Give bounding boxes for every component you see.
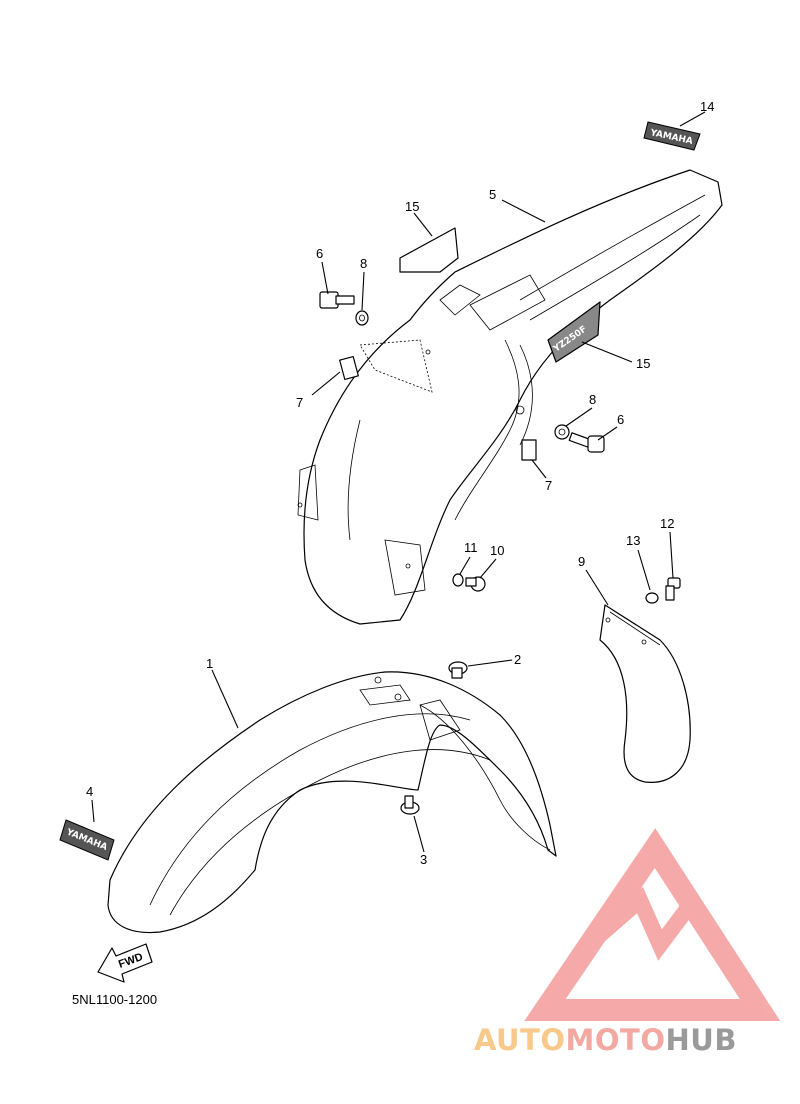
callout-15-side: 15 [636,356,650,371]
callout-1: 1 [206,656,213,671]
callout-15-top: 15 [405,199,419,214]
callout-4: 4 [86,784,93,799]
decal-15-top [399,227,459,273]
callout-9: 9 [578,554,585,569]
collar-11 [452,573,464,587]
leader-lines [91,111,706,853]
bolt-10 [465,576,486,592]
decal-14: YAMAHA [643,121,701,151]
callout-7-left: 7 [296,395,303,410]
callout-7-right: 7 [545,478,552,493]
washer-8-left [355,310,369,326]
part-number-code: 5NL1100-1200 [72,992,157,1007]
callout-2: 2 [514,652,521,667]
front-fender [107,671,557,934]
bolt-12 [665,577,681,601]
callout-10: 10 [490,543,504,558]
callout-11: 11 [464,540,478,555]
bolt-3 [400,795,420,815]
nut-7-left [339,355,359,381]
decal-4: YAMAHA [59,819,115,861]
mud-flap-9 [599,604,691,783]
fwd-arrow-icon: FWD [97,943,153,983]
bolt-6-left [319,291,355,309]
callout-labels: 14 5 15 6 8 7 15 8 6 7 12 13 9 11 10 1 2… [86,99,714,867]
callout-3: 3 [420,852,427,867]
callout-14: 14 [700,99,714,114]
nut-7-right [521,439,537,461]
callout-5: 5 [489,187,496,202]
watermark-hub: HUB [666,1023,737,1057]
callout-8-left: 8 [360,256,367,271]
callout-8-right: 8 [589,392,596,407]
watermark-text: AUTOMOTOHUB [474,1023,737,1057]
callout-6-right: 6 [617,412,624,427]
svg-text:AUTOMOTOHUB: AUTOMOTOHUB [474,1023,737,1057]
watermark-logo-icon [524,828,781,1021]
watermark-auto: AUTO [474,1023,566,1057]
rear-fender: YZ250F [297,169,723,625]
washer-13 [645,592,659,604]
watermark-moto: MOTO [566,1023,666,1057]
callout-13: 13 [626,533,640,548]
bolt-2 [448,661,468,679]
callout-6-left: 6 [316,246,323,261]
washer-8-right [554,424,570,440]
callout-12: 12 [660,516,674,531]
bolt-6-right [568,432,605,453]
